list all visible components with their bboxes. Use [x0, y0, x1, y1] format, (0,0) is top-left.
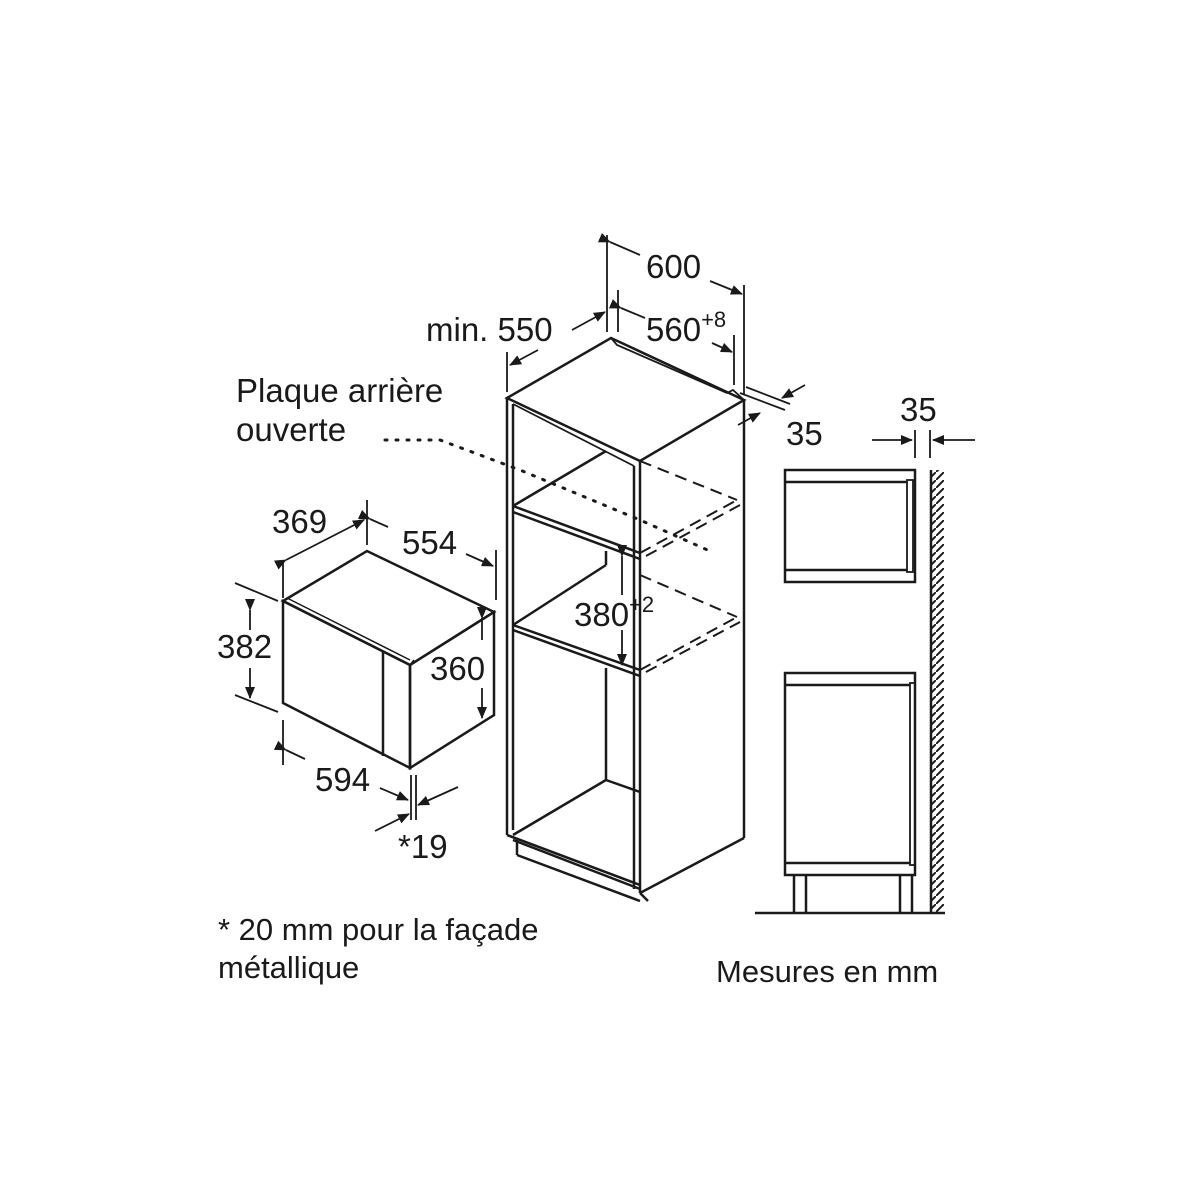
cabinet-back-gap-label: 35: [786, 415, 823, 452]
niche-height-value: 380: [574, 596, 630, 633]
appliance-top-width-label: 554: [402, 524, 458, 561]
cabinet-dimensions: [506, 233, 806, 666]
appliance-depth-label: 369: [272, 503, 328, 540]
wall-gap-label: 35: [900, 391, 937, 428]
back-panel-label-line1: Plaque arrière: [236, 372, 444, 409]
cabinet-depth-prefix: min.: [426, 311, 489, 348]
microwave-dimensions: [234, 500, 497, 832]
cabinet-depth-label: min. 550: [426, 313, 553, 346]
appliance-total-height-label: 382: [217, 628, 273, 665]
cabinet-depth-value: 550: [497, 311, 553, 348]
appliance-front-thickness-label: *19: [398, 828, 448, 865]
back-panel-label-line2: ouverte: [236, 411, 347, 448]
niche-height-tolerance: +2: [629, 592, 655, 617]
tall-cabinet-drawing: [383, 336, 747, 903]
footnote-line1: * 20 mm pour la façade: [218, 912, 539, 947]
niche-width-tolerance: +8: [701, 307, 727, 332]
appliance-body-height-label: 360: [430, 650, 486, 687]
cabinet-width-label: 600: [646, 248, 702, 285]
footnote-line2: métallique: [218, 950, 360, 985]
niche-width-value: 560: [646, 311, 702, 348]
side-view-dimensions: [872, 430, 975, 458]
units-note: Mesures en mm: [716, 954, 939, 989]
niche-height-label: 380+2: [574, 594, 654, 633]
appliance-front-width-label: 594: [315, 761, 371, 798]
niche-width-label: 560+8: [646, 309, 726, 348]
side-view-drawing: [755, 468, 945, 915]
